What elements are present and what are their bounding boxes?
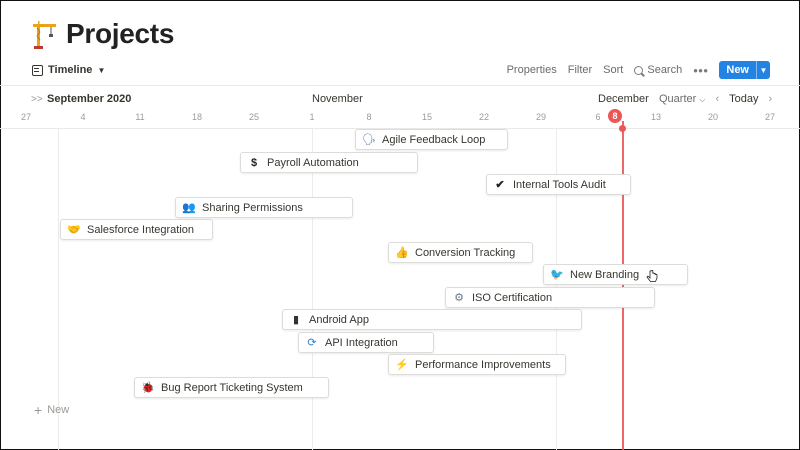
- refresh-icon: ⟳: [307, 337, 317, 349]
- timeline-bar[interactable]: 🐦 New Branding: [543, 264, 688, 285]
- chevron-down-icon: ▼: [97, 65, 106, 75]
- timeline-bar[interactable]: 🗣 Agile Feedback Loop: [355, 129, 508, 150]
- speaking-head-icon: 🗣: [362, 134, 376, 146]
- view-label: Timeline: [48, 64, 93, 76]
- timeline-bar-label: Conversion Tracking: [415, 246, 516, 259]
- construction-crane-icon: [32, 19, 58, 49]
- timeline-bar[interactable]: ⚡ Performance Improvements: [388, 354, 566, 375]
- database-toolbar: Timeline ▼ Properties Filter Sort Search…: [32, 58, 770, 82]
- timeline-bar[interactable]: ▮ Android App: [282, 309, 582, 330]
- add-new-label: New: [47, 404, 70, 416]
- search-label: Search: [647, 64, 683, 76]
- day-tick-label: 13: [650, 112, 661, 122]
- handshake-icon: 🤝: [67, 224, 81, 236]
- lightning-icon: ⚡: [395, 359, 409, 371]
- day-tick-label: 27: [20, 112, 31, 122]
- month-label-december: December: [598, 93, 649, 105]
- today-line-dot: [619, 125, 626, 132]
- timeline-bar[interactable]: ⚙ ISO Certification: [445, 287, 655, 308]
- today-marker-badge: 8: [608, 109, 622, 123]
- zoom-select[interactable]: Quarter ⌵: [659, 93, 706, 105]
- page-title: Projects: [66, 18, 175, 49]
- timeline-bar-label: API Integration: [325, 336, 398, 349]
- timeline-bar[interactable]: $ Payroll Automation: [240, 152, 418, 173]
- day-tick-label: 11: [135, 112, 145, 122]
- properties-button[interactable]: Properties: [506, 64, 557, 76]
- next-period-icon[interactable]: ›: [768, 93, 773, 105]
- toolbar-divider: [0, 85, 800, 86]
- search-icon: [634, 65, 644, 75]
- people-icon: 👥: [182, 202, 196, 214]
- timeline-bar-label: Performance Improvements: [415, 358, 551, 371]
- dollar-sign-icon: $: [250, 156, 258, 169]
- collapse-sidebar-chevrons-icon[interactable]: >>: [31, 94, 43, 105]
- day-tick-label: 8: [366, 112, 372, 122]
- page-header: Projects: [32, 14, 174, 54]
- timeline-bar-label: Bug Report Ticketing System: [161, 381, 303, 394]
- timeline-bar-label: New Branding: [570, 268, 640, 281]
- header-divider: [0, 128, 800, 129]
- add-new-item-button[interactable]: + New: [34, 401, 70, 418]
- plus-icon: +: [34, 401, 43, 418]
- timeline-bar-label: Sharing Permissions: [202, 201, 303, 214]
- mobile-phone-icon: ▮: [292, 314, 300, 326]
- search-button[interactable]: Search: [634, 64, 682, 76]
- day-tick-label: 15: [421, 112, 432, 122]
- timeline-bar[interactable]: ⟳ API Integration: [298, 332, 434, 353]
- thumbs-up-icon: 👍: [395, 247, 409, 259]
- timeline-bar-label: Agile Feedback Loop: [382, 133, 486, 146]
- timeline-view-icon: [32, 64, 43, 76]
- day-tick-label: 4: [80, 112, 86, 122]
- timeline-bar[interactable]: 👍 Conversion Tracking: [388, 242, 533, 263]
- filter-button[interactable]: Filter: [567, 64, 593, 76]
- month-label-september: September 2020: [47, 93, 132, 105]
- timeline-bar[interactable]: 🤝 Salesforce Integration: [60, 219, 213, 240]
- timeline-bar-label: Internal Tools Audit: [513, 178, 606, 191]
- day-tick-label: 25: [248, 112, 259, 122]
- day-tick-label: 1: [309, 112, 315, 122]
- timeline-bar[interactable]: 🐞 Bug Report Ticketing System: [134, 377, 329, 398]
- check-mark-icon: ✔: [495, 179, 505, 191]
- month-label-november: November: [312, 93, 363, 105]
- timeline-bar-label: Payroll Automation: [267, 156, 359, 169]
- day-tick-label: 20: [707, 112, 718, 122]
- today-line: [622, 121, 624, 450]
- gear-icon: ⚙: [454, 292, 464, 304]
- timeline-bar-label: Salesforce Integration: [87, 223, 195, 236]
- previous-period-icon[interactable]: ‹: [715, 93, 720, 105]
- more-options-icon[interactable]: •••: [693, 62, 709, 78]
- view-switcher[interactable]: Timeline ▼: [32, 64, 105, 76]
- day-tick-label: 27: [764, 112, 775, 122]
- today-button[interactable]: Today: [729, 93, 759, 105]
- timeline-navigation: Quarter ⌵ ‹ Today ›: [659, 93, 772, 105]
- sort-button[interactable]: Sort: [603, 64, 624, 76]
- day-tick-label: 22: [478, 112, 489, 122]
- day-tick-label: 18: [191, 112, 202, 122]
- bird-icon: 🐦: [550, 269, 564, 281]
- day-tick-label: 29: [535, 112, 546, 122]
- timeline-bar-label: Android App: [309, 313, 369, 326]
- timeline-bar[interactable]: 👥 Sharing Permissions: [175, 197, 353, 218]
- timeline-bar[interactable]: ✔ Internal Tools Audit: [486, 174, 631, 195]
- day-tick-label: 6: [595, 112, 601, 122]
- ladybug-icon: 🐞: [141, 382, 155, 394]
- new-button-dropdown-icon[interactable]: ▼: [756, 61, 770, 79]
- new-button-label[interactable]: New: [726, 64, 749, 76]
- hand-cursor-icon: [646, 270, 658, 282]
- timeline-bar-label: ISO Certification: [472, 291, 553, 304]
- new-button[interactable]: New ▼: [719, 61, 770, 79]
- month-boundary-line: [312, 129, 313, 450]
- grid-line: [58, 129, 59, 450]
